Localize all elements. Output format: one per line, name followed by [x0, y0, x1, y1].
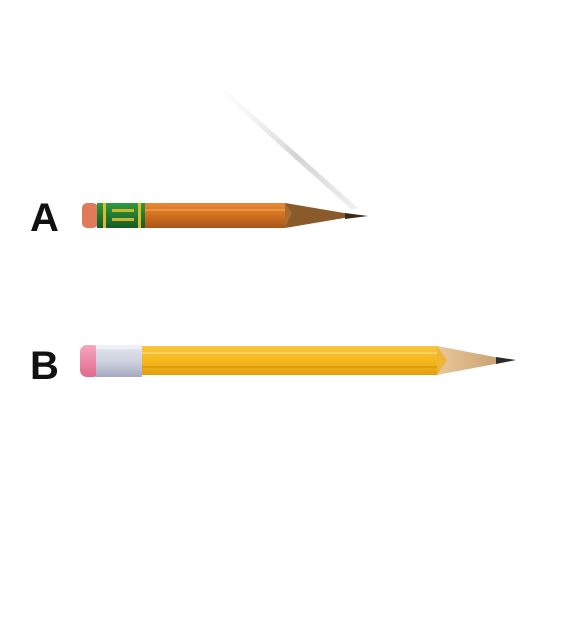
eraser — [82, 203, 98, 228]
pencil-body — [145, 203, 285, 228]
long-yellow-pencil-icon — [80, 345, 516, 377]
ferrule — [96, 345, 142, 377]
motion-streak — [205, 76, 358, 210]
wood-tip — [437, 346, 500, 375]
pencil-a-label: A — [30, 196, 59, 240]
pencil-body — [142, 346, 437, 375]
eraser — [80, 345, 100, 377]
pencil-b-label: B — [30, 344, 59, 388]
wood-tip — [285, 203, 350, 228]
graphite-point — [496, 357, 516, 364]
graphite-point — [345, 213, 368, 219]
short-orange-pencil-icon — [82, 76, 368, 228]
